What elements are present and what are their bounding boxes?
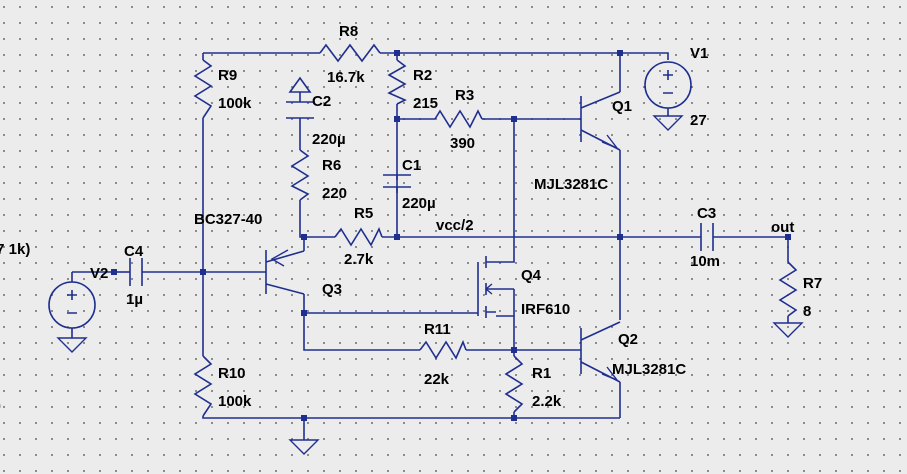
resistor-r3[interactable] [434,109,483,129]
label-r5-ref: R5 [354,205,373,222]
label-q4-model: IRF610 [521,301,570,318]
label-c1-ref: C1 [402,157,421,174]
resistor-r7[interactable] [778,261,798,317]
capacitor-c3[interactable] [700,223,714,251]
label-vcc-half: vcc/2 [436,217,474,234]
wire-q3-r11[interactable] [303,294,420,351]
label-edge-fragment: ) [0,397,1,414]
label-c3-value: 10m [690,253,720,270]
label-c2-value: 220µ [312,131,346,148]
label-r9-ref: R9 [218,67,237,84]
resistor-r6[interactable] [290,149,310,201]
resistor-r11[interactable] [419,339,467,360]
label-r11-value: 22k [424,371,450,388]
label-r2-value: 215 [413,95,438,112]
label-q3-ref: Q3 [322,281,342,298]
label-q2-ref: Q2 [618,331,638,348]
label-r3-ref: R3 [455,87,474,104]
label-c4-ref: C4 [124,243,144,260]
label-c4-value: 1µ [126,291,143,308]
label-q2-model: MJL3281C [612,361,686,378]
wire-q4-drain[interactable] [496,119,515,263]
label-r11-ref: R11 [424,321,451,338]
label-c2-ref: C2 [312,93,331,110]
label-c3-ref: C3 [697,205,716,222]
labels: R8 16.7k R9 100k R2 215 R3 390 C2 220µ R… [0,23,822,414]
resistor-r1[interactable] [504,355,524,413]
voltage-source-v1[interactable] [644,61,692,131]
label-r1-value: 2.2k [532,393,562,410]
label-r10-value: 100k [218,393,252,410]
label-r3-value: 390 [450,135,475,152]
resistor-r5[interactable] [334,227,383,247]
wire-out[interactable] [713,236,789,262]
label-r1-ref: R1 [532,365,551,382]
label-r6-value: 220 [322,185,347,202]
voltage-source-v2[interactable] [48,281,96,353]
ground-r7 [772,322,804,338]
label-r2-ref: R2 [413,67,432,84]
label-v2-ref: V2 [90,265,108,282]
label-r8-value: 16.7k [327,69,365,86]
label-q3-model: BC327-40 [194,211,262,228]
transistor-q2[interactable] [580,321,621,383]
label-r9-value: 100k [218,95,252,112]
label-r7-ref: R7 [803,275,822,292]
capacitor-c2[interactable] [286,76,314,119]
label-v1-value: 27 [690,112,707,129]
label-r6-ref: R6 [322,157,341,174]
transistor-q1[interactable] [580,91,621,151]
label-q1-model: MJL3281C [534,176,608,193]
label-r10-ref: R10 [218,365,246,382]
capacitor-c1[interactable] [383,174,411,193]
ground-main [288,418,320,455]
label-r5-value: 2.7k [344,251,374,268]
capacitor-c4[interactable] [129,258,143,286]
transistor-q4[interactable] [477,256,515,318]
label-v2-value: .7 1k) [0,241,30,258]
transistor-q3[interactable] [265,249,305,295]
resistor-r10[interactable] [193,355,213,417]
wire-q4-source[interactable] [496,315,515,352]
label-q1-ref: Q1 [612,98,632,115]
resistor-r8[interactable] [319,43,381,63]
label-q4-ref: Q4 [521,267,542,284]
label-v1-ref: V1 [690,45,708,62]
label-out: out [771,219,794,236]
label-c1-value: 220µ [402,195,436,212]
label-r7-value: 8 [803,303,811,320]
wire-r6-r5[interactable] [299,200,335,238]
resistor-r9[interactable] [193,59,213,119]
resistor-r2[interactable] [387,59,407,105]
label-r8-ref: R8 [339,23,358,40]
junctions [111,50,791,421]
wire-v1[interactable] [620,52,669,60]
wire-bottom-rail[interactable] [202,416,620,419]
